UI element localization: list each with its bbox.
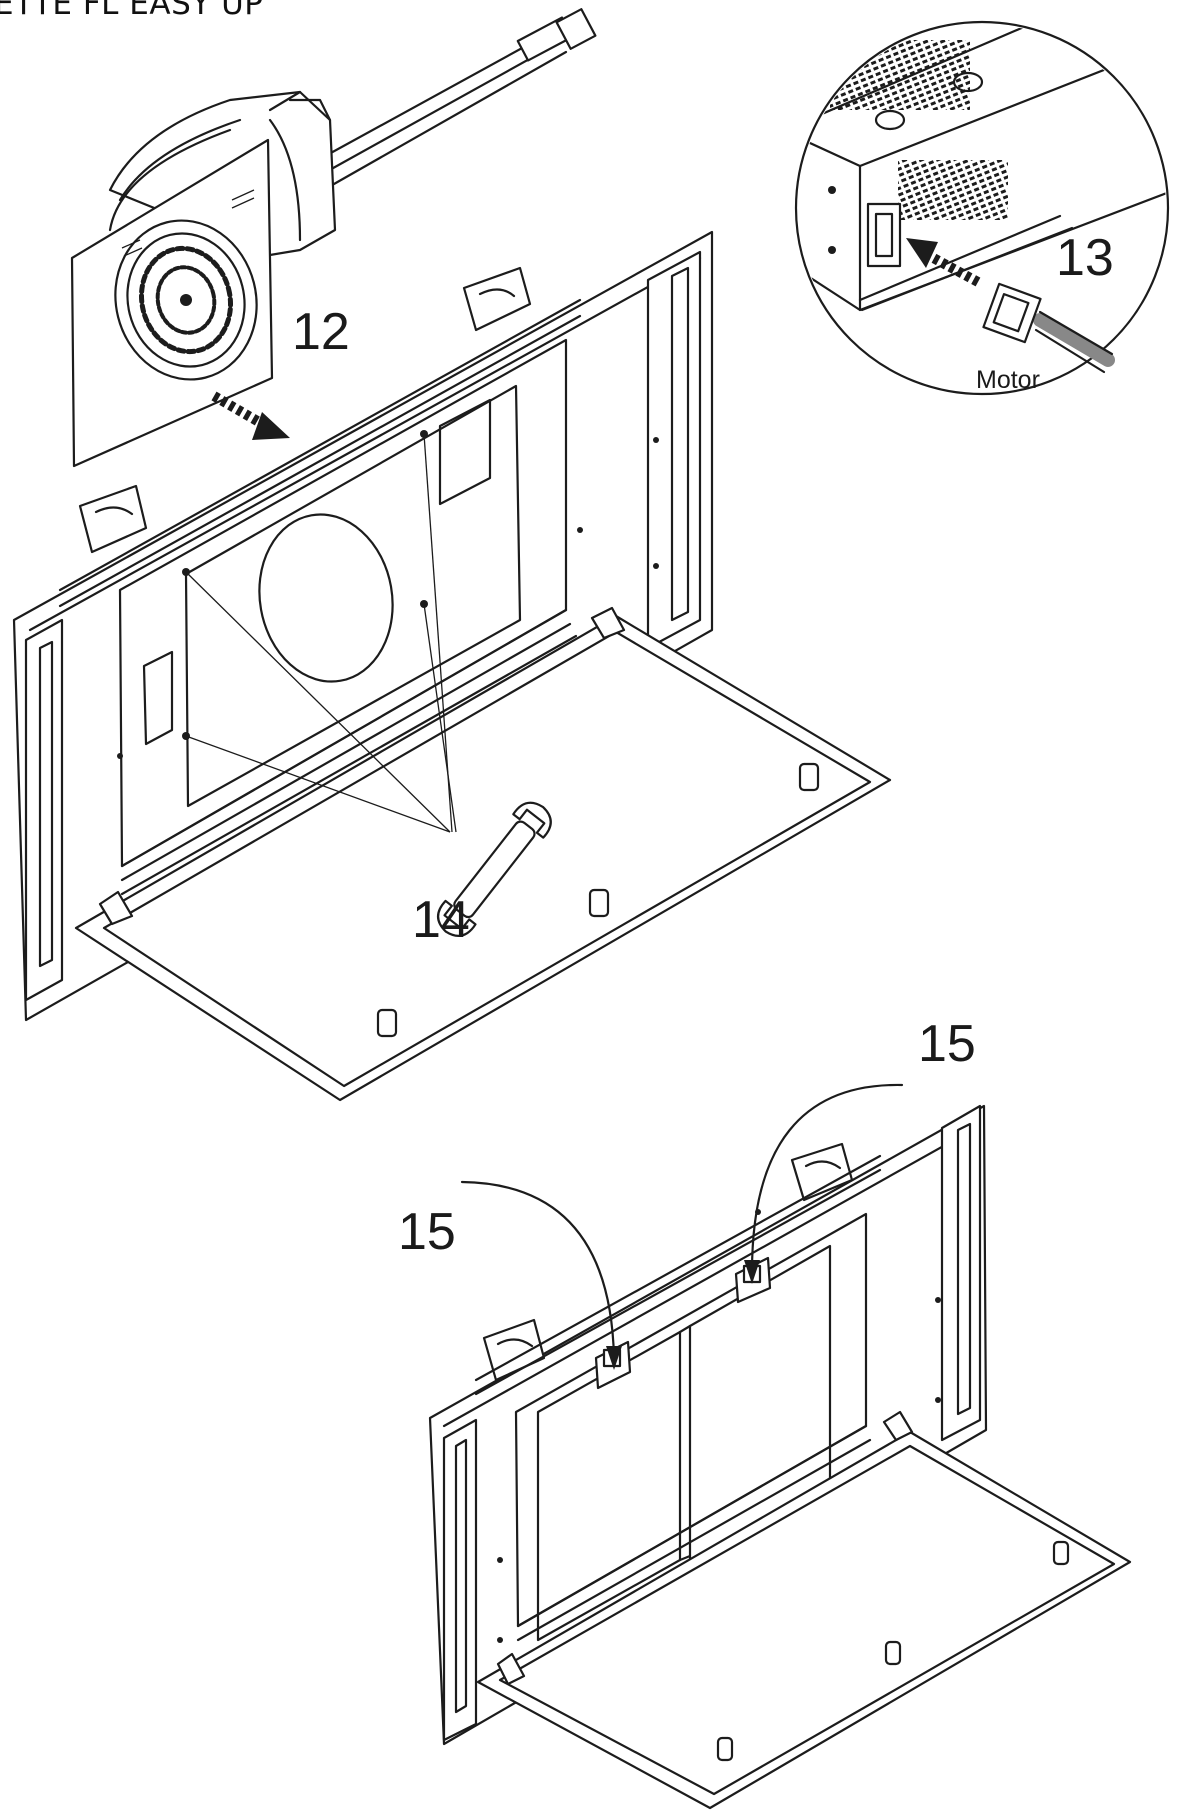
connector-detail [794,20,1170,396]
step-13-label: 13 [1056,229,1114,287]
blower-fan-icon [70,8,597,468]
insert-arrow-icon [211,391,290,440]
step-15-label-right: 15 [918,1015,976,1073]
motor-label: Motor [976,366,1040,394]
hood-frame-top [12,230,892,1102]
step-15-label-left: 15 [398,1203,456,1261]
wrench-icon [436,801,552,937]
callout-leader-lines [460,1083,904,1370]
step-12-label: 12 [292,303,350,361]
hood-frame-bottom [428,1104,1132,1810]
plug-connector-icon [982,282,1115,374]
insert-arrow-icon [906,238,981,287]
document-title: ETTE FL EASY UP [0,0,264,22]
step-14-label: 14 [412,891,470,949]
